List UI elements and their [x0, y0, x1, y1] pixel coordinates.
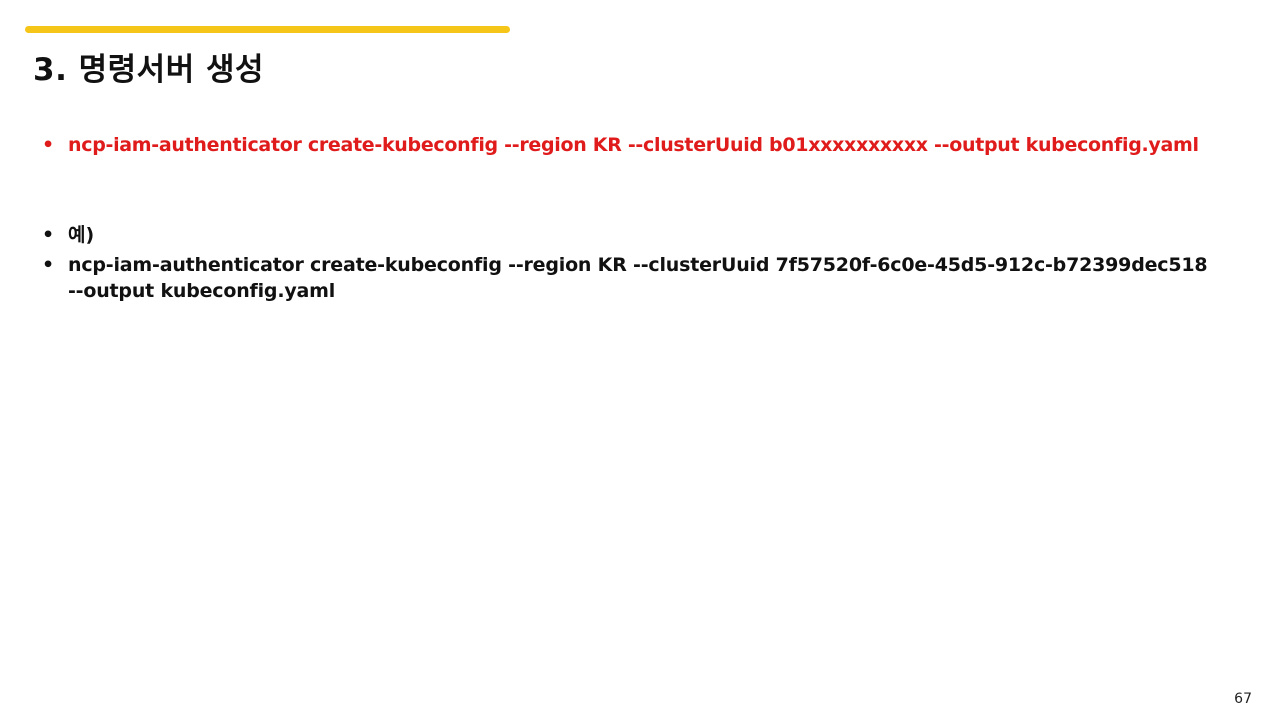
- example-command-text: ncp-iam-authenticator create-kubeconfig …: [68, 254, 1208, 302]
- title-accent-bar: [25, 26, 510, 33]
- bullet-icon: •: [42, 254, 55, 276]
- bullet-icon: •: [42, 224, 55, 246]
- list-item-example-command: • ncp-iam-authenticator create-kubeconfi…: [40, 252, 1220, 304]
- page-number: 67: [1234, 691, 1252, 707]
- main-command-text: ncp-iam-authenticator create-kubeconfig …: [68, 134, 1199, 156]
- slide-title: 3. 명령서버 생성: [33, 52, 265, 88]
- example-list: • 예) • ncp-iam-authenticator create-kube…: [40, 222, 1220, 308]
- command-list: • ncp-iam-authenticator create-kubeconfi…: [40, 132, 1220, 158]
- list-item-example-label: • 예): [40, 222, 1220, 248]
- example-label: 예): [68, 224, 95, 246]
- bullet-icon: •: [42, 134, 54, 156]
- list-item-main-command: • ncp-iam-authenticator create-kubeconfi…: [40, 132, 1220, 158]
